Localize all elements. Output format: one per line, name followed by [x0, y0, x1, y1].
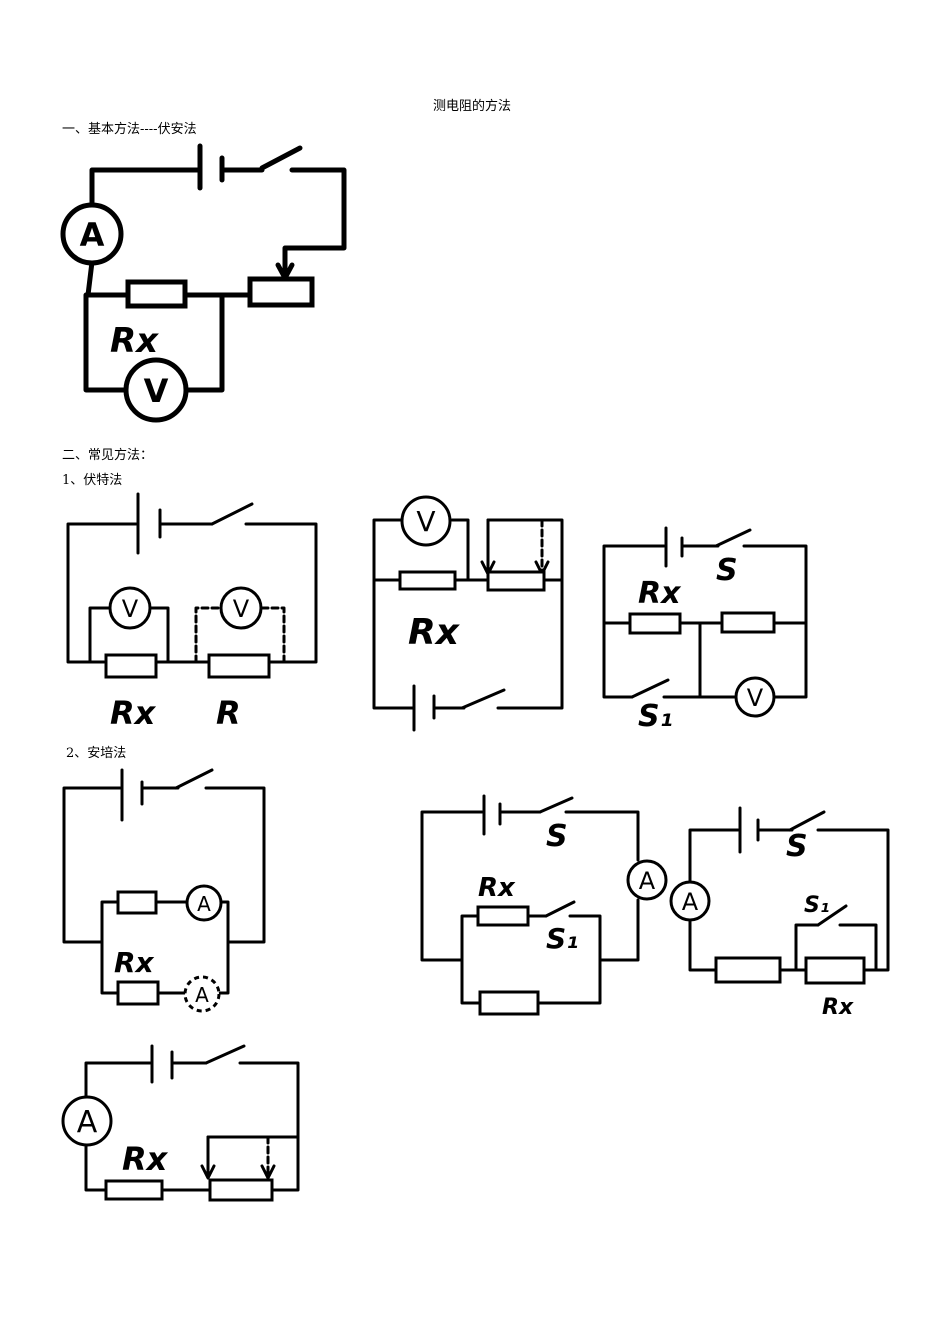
rx-label: Rx — [114, 946, 155, 979]
svg-text:V: V — [144, 372, 169, 410]
rx-label: Rx — [478, 873, 516, 903]
svg-text:A: A — [682, 888, 699, 916]
switch-s-label: S — [786, 829, 808, 864]
resistor-rx — [804, 956, 866, 985]
rheostat — [486, 570, 546, 592]
page-title: 测电阻的方法 — [433, 99, 512, 114]
resistor-rx — [125, 279, 188, 309]
resistor-rx — [116, 980, 160, 1006]
rx-label: Rx — [638, 576, 682, 611]
switch-s1-label: S₁ — [546, 922, 578, 955]
resistor-r0 — [116, 890, 158, 915]
voltmeter-icon: V — [123, 357, 189, 423]
resistor-rx — [628, 612, 682, 635]
voltmeter-icon: V — [400, 495, 452, 547]
svg-text:A: A — [80, 216, 105, 254]
resistor-rx — [104, 653, 158, 679]
switch-s-label: S — [546, 819, 568, 854]
resistor-rx — [476, 905, 530, 927]
svg-text:A: A — [77, 1105, 98, 1140]
svg-text:A: A — [195, 983, 209, 1007]
svg-text:V: V — [416, 505, 435, 538]
resistor-r — [207, 653, 271, 679]
switch-s1-label: S₁ — [638, 699, 673, 734]
resistor-rx — [398, 570, 457, 591]
voltmeter-icon: V — [734, 676, 776, 718]
rheostat — [247, 276, 315, 308]
switch-s-label: S — [716, 553, 738, 588]
ammeter-icon: A — [185, 884, 223, 922]
resistor-rx — [104, 1179, 164, 1201]
voltmeter-icon: V — [108, 586, 152, 630]
ammeter-icon: A — [61, 1095, 113, 1147]
ammeter-dashed-icon: A — [183, 975, 221, 1013]
section1-heading: 一、基本方法----伏安法 — [62, 122, 197, 137]
ammeter-icon: A — [669, 880, 711, 922]
voltmeter-icon: V — [219, 586, 263, 630]
switch-s1-label: S₁ — [804, 893, 829, 918]
resistor-r0 — [478, 990, 540, 1016]
ammeter-icon: A — [60, 202, 124, 266]
rx-label: Rx — [110, 694, 157, 732]
resistor-r0 — [714, 956, 782, 984]
rx-label: Rx — [408, 612, 461, 653]
rheostat — [208, 1178, 274, 1202]
svg-text:A: A — [197, 892, 211, 916]
voltmeter-method-heading: 1、伏特法 — [62, 473, 123, 488]
rx-label: Rx — [110, 321, 159, 361]
svg-text:V: V — [233, 595, 250, 623]
section2-heading: 二、常见方法： — [62, 448, 154, 463]
svg-text:V: V — [122, 595, 139, 623]
r-label: R — [216, 694, 241, 732]
svg-text:V: V — [747, 684, 764, 712]
ammeter-icon: A — [626, 859, 668, 901]
rx-label: Rx — [822, 995, 854, 1020]
svg-text:A: A — [639, 867, 656, 895]
resistor-r0 — [720, 611, 776, 634]
ammeter-method-heading: 2、安培法 — [66, 746, 127, 761]
rx-label: Rx — [122, 1140, 169, 1178]
